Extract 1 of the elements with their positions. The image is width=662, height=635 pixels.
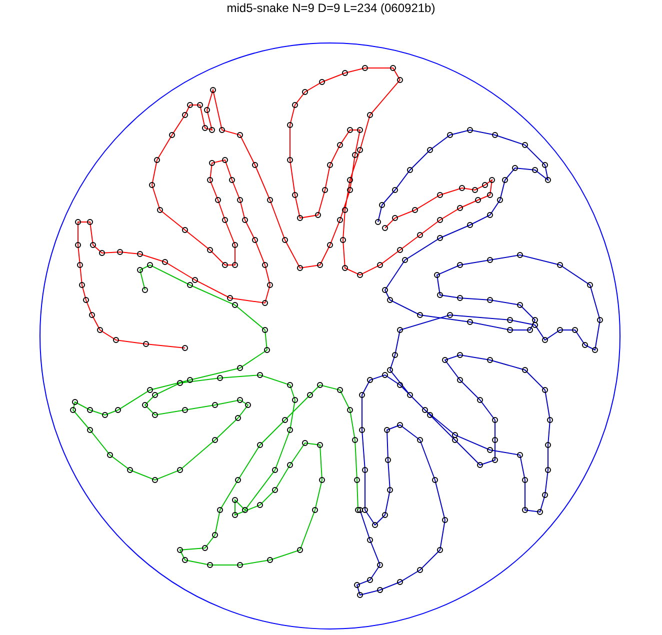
chart-title: mid5-snake N=9 D=9 L=234 (060921b) — [226, 1, 436, 15]
